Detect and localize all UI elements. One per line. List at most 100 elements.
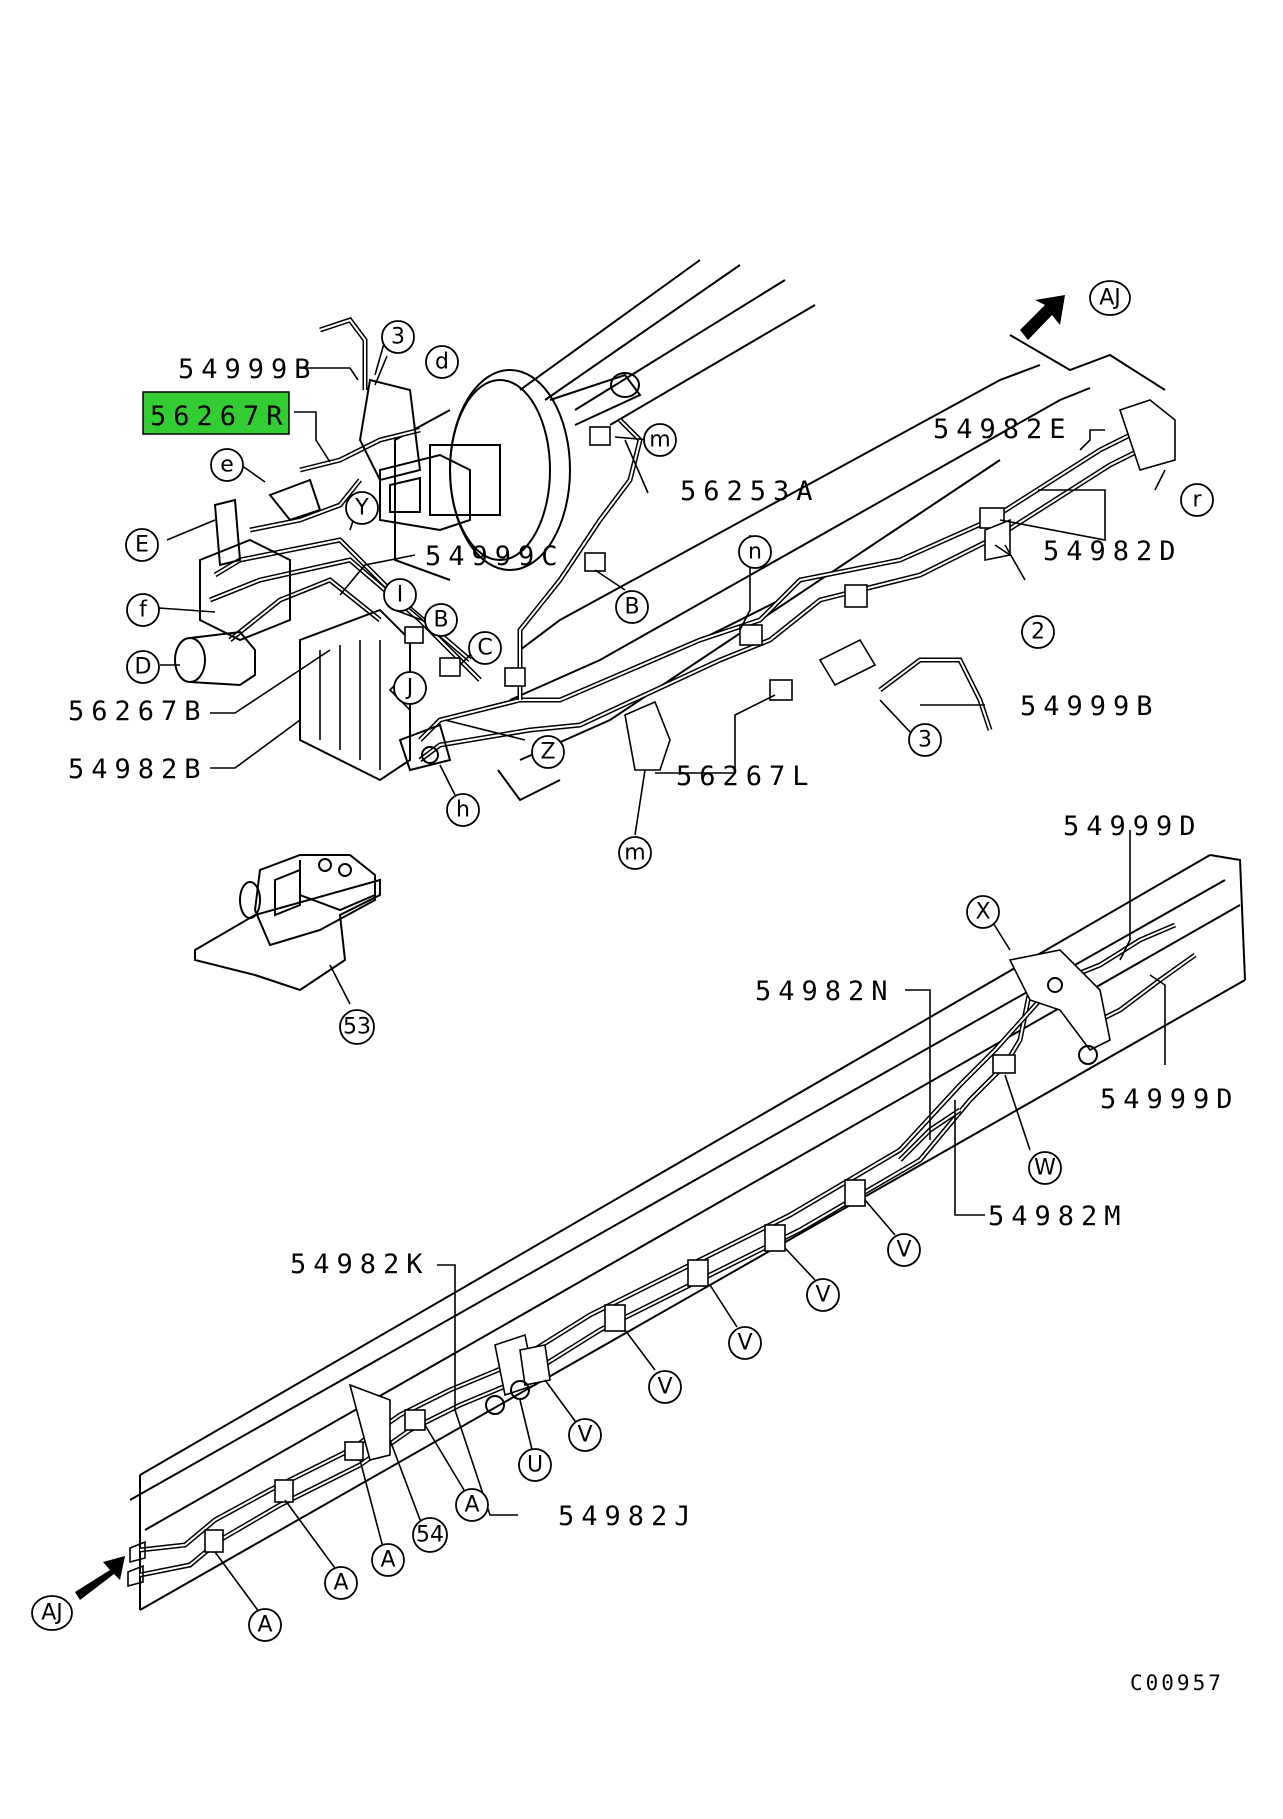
svg-text:AJ: AJ: [41, 1601, 63, 1626]
callout-A-1: A: [455, 1488, 489, 1522]
svg-text:m: m: [624, 841, 645, 866]
callout-54: 54: [412, 1517, 448, 1553]
callout-r: r: [1180, 483, 1214, 517]
callout-U: U: [518, 1448, 552, 1482]
callout-m-top: m: [643, 423, 677, 457]
svg-text:AJ: AJ: [1099, 286, 1121, 311]
label-54982B: 54982B: [68, 754, 208, 785]
svg-text:X: X: [975, 900, 990, 925]
label-56267L: 56267L: [676, 761, 816, 792]
callout-A-2: A: [371, 1543, 405, 1577]
svg-text:3: 3: [918, 728, 932, 753]
aj-top-reference: [1009, 295, 1166, 391]
svg-text:A: A: [464, 1493, 479, 1518]
svg-text:J: J: [405, 676, 414, 701]
aj-top-arrow-icon: [1020, 295, 1065, 340]
svg-text:B: B: [624, 595, 639, 620]
svg-text:e: e: [220, 453, 234, 478]
callout-A-3: A: [324, 1566, 358, 1600]
callout-f: f: [126, 593, 160, 627]
callout-Z: Z: [531, 735, 565, 769]
svg-text:Y: Y: [354, 496, 369, 521]
callout-e: e: [210, 448, 244, 482]
svg-text:d: d: [435, 350, 449, 375]
callout-V-5: V: [568, 1418, 602, 1452]
callout-C: C: [468, 631, 502, 665]
svg-text:54: 54: [416, 1523, 444, 1548]
lower-clips: [204, 949, 1111, 1553]
svg-text:A: A: [333, 1571, 348, 1596]
svg-text:A: A: [380, 1548, 395, 1573]
label-54982M: 54982M: [988, 1201, 1128, 1232]
label-54999B-top: 54999B: [178, 354, 318, 385]
callout-3-top: 3: [381, 320, 415, 354]
callout-2: 2: [1021, 615, 1055, 649]
callout-V-3: V: [728, 1326, 762, 1360]
callout-A-4: A: [248, 1608, 282, 1642]
callout-n: n: [738, 535, 772, 569]
svg-text:A: A: [257, 1613, 272, 1638]
highlight-56267R: [142, 391, 290, 435]
svg-text:I: I: [397, 583, 404, 608]
svg-text:D: D: [135, 655, 152, 680]
callout-h: h: [446, 793, 480, 827]
callout-B-lower: B: [424, 603, 458, 637]
diagram-code: C00957: [1130, 1671, 1224, 1695]
svg-text:E: E: [135, 533, 149, 558]
label-56267R: 56267R: [150, 401, 290, 432]
abs-junction-assembly: [174, 378, 452, 782]
callout-W: W: [1028, 1151, 1062, 1185]
svg-text:C: C: [477, 636, 492, 661]
svg-text:r: r: [1192, 488, 1202, 513]
callout-53: 53: [339, 1009, 375, 1045]
label-54999B-right: 54999B: [1020, 691, 1160, 722]
label-54999C: 54999C: [425, 541, 565, 572]
svg-text:W: W: [1034, 1156, 1056, 1181]
svg-text:f: f: [139, 598, 148, 623]
callout-m-bottom: m: [618, 836, 652, 870]
callout-AJ-bottom: AJ: [31, 1595, 73, 1631]
svg-text:V: V: [657, 1375, 672, 1400]
svg-text:U: U: [527, 1453, 543, 1478]
svg-text:Z: Z: [540, 740, 555, 765]
callout-3-right: 3: [908, 723, 942, 757]
svg-text:h: h: [456, 798, 470, 823]
abs-modulator-53: [194, 854, 381, 992]
svg-text:B: B: [433, 608, 448, 633]
callout-B-upper: B: [615, 590, 649, 624]
svg-text:3: 3: [391, 325, 405, 350]
callout-D: D: [126, 650, 160, 684]
callout-AJ-top: AJ: [1089, 280, 1131, 316]
callout-V-4: V: [648, 1370, 682, 1404]
label-56267B: 56267B: [68, 696, 208, 727]
label-56253A: 56253A: [680, 476, 820, 507]
label-54982K: 54982K: [290, 1249, 430, 1280]
label-54982J: 54982J: [558, 1501, 698, 1532]
svg-text:n: n: [748, 540, 762, 565]
part-labels: 54999B 56267R 54982E 56253A 54999C 54982…: [68, 354, 1240, 1532]
leader-lines: [144, 339, 1166, 1621]
svg-text:53: 53: [343, 1015, 371, 1040]
label-54982N: 54982N: [755, 976, 895, 1007]
svg-text:V: V: [737, 1331, 752, 1356]
callouts: 3 d m e Y E r I B B n 2 f C D J Z 3 h m …: [31, 280, 1214, 1642]
callout-X: X: [966, 895, 1000, 929]
callout-J: J: [393, 671, 427, 705]
upper-pipe-runs: [209, 317, 1152, 762]
callout-d: d: [425, 345, 459, 379]
callout-V-2: V: [806, 1278, 840, 1312]
label-54982D: 54982D: [1043, 536, 1183, 567]
brake-booster: [379, 369, 642, 581]
svg-text:V: V: [896, 1238, 911, 1263]
callout-Y: Y: [345, 491, 379, 525]
aj-bottom-arrow-icon: [75, 1556, 125, 1600]
label-54999D-right: 54999D: [1100, 1084, 1240, 1115]
svg-text:V: V: [577, 1423, 592, 1448]
svg-text:m: m: [649, 428, 670, 453]
label-54982E: 54982E: [933, 414, 1073, 445]
label-54999D-top: 54999D: [1063, 811, 1203, 842]
callout-I: I: [383, 578, 417, 612]
svg-text:2: 2: [1031, 620, 1045, 645]
callout-E: E: [125, 528, 159, 562]
